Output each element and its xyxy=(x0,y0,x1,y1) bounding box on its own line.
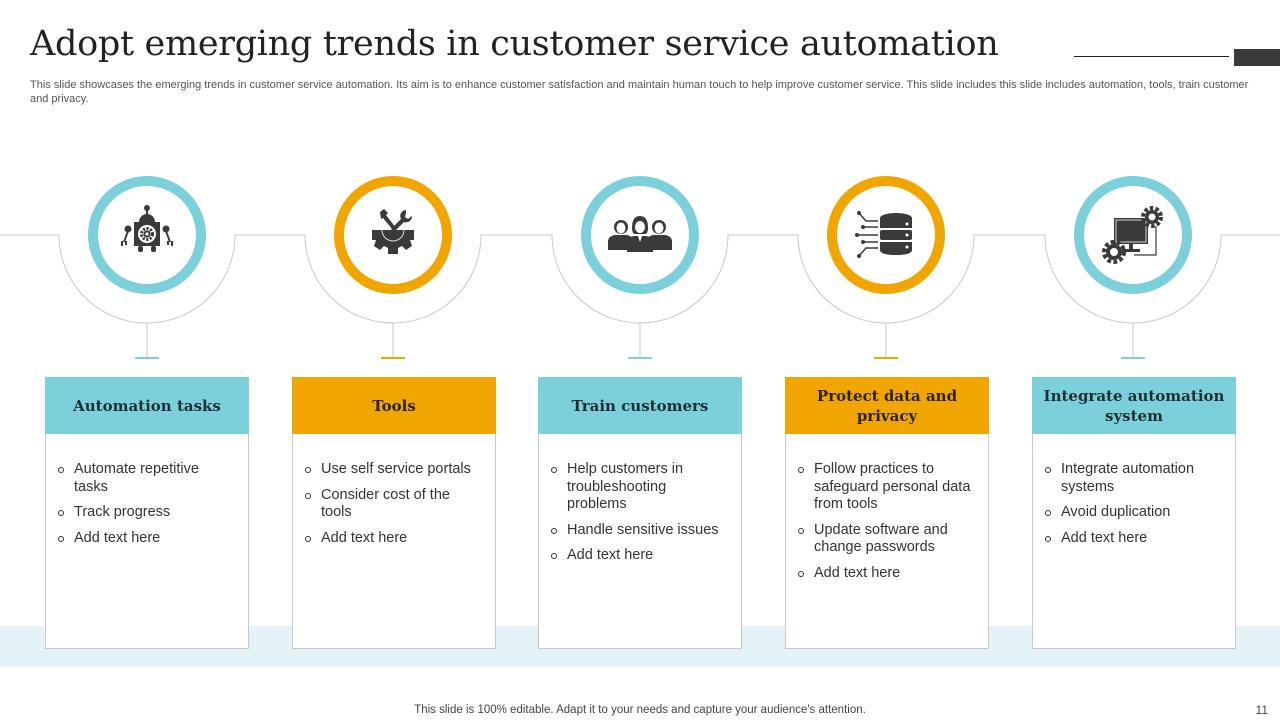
step-3-card: Train customers Help customers in troubl… xyxy=(538,377,742,649)
database-icon xyxy=(855,211,912,258)
step-3-tick xyxy=(628,357,652,359)
step-4-bullets: Follow practices to safeguard personal d… xyxy=(797,461,974,582)
bullet-item: Add text here xyxy=(57,530,234,548)
step-3-icon-ring xyxy=(581,176,699,294)
slide-subtitle: This slide showcases the emerging trends… xyxy=(30,79,1249,105)
bullet-item: Help customers in troubleshooting proble… xyxy=(550,461,727,514)
step-3-bullets: Help customers in troubleshooting proble… xyxy=(550,461,727,565)
step-2-title: Tools xyxy=(292,377,496,434)
footer-note: This slide is 100% editable. Adapt it to… xyxy=(414,704,866,716)
step-4-tick xyxy=(874,357,898,359)
page-number: 11 xyxy=(1255,703,1268,717)
bullet-item: Add text here xyxy=(1044,530,1221,548)
step-1-icon-ring xyxy=(88,176,206,294)
bullet-item: Automate repetitive tasks xyxy=(57,461,234,496)
title-rule xyxy=(1074,56,1229,57)
step-5-icon-ring xyxy=(1074,176,1192,294)
step-5-bullets: Integrate automation systems Avoid dupli… xyxy=(1044,461,1221,547)
bullet-item: Track progress xyxy=(57,504,234,522)
step-1-title: Automation tasks xyxy=(45,377,249,434)
step-5-card: Integrate automation system Integrate au… xyxy=(1032,377,1236,649)
bullet-item: Update software and change passwords xyxy=(797,522,974,557)
step-4-title: Protect data and privacy xyxy=(785,377,989,434)
step-1-tick xyxy=(135,357,159,359)
bullet-item: Use self service portals xyxy=(304,461,481,479)
step-2-tick xyxy=(381,357,405,359)
title-accent-block xyxy=(1234,49,1280,66)
timeline-connector xyxy=(0,234,1280,357)
step-5-title: Integrate automation system xyxy=(1032,377,1236,434)
bullet-item: Handle sensitive issues xyxy=(550,522,727,540)
bullet-item: Integrate automation systems xyxy=(1044,461,1221,496)
bullet-item: Add text here xyxy=(797,565,974,583)
step-4-icon-ring xyxy=(827,176,945,294)
bullet-item: Add text here xyxy=(550,547,727,565)
step-4-card: Protect data and privacy Follow practice… xyxy=(785,377,989,649)
bullet-item: Add text here xyxy=(304,530,481,548)
step-2-bullets: Use self service portals Consider cost o… xyxy=(304,461,481,547)
bullet-item: Consider cost of the tools xyxy=(304,487,481,522)
bullet-item: Avoid duplication xyxy=(1044,504,1221,522)
team-icon xyxy=(608,216,672,252)
step-5-tick xyxy=(1121,357,1145,359)
step-3-title: Train customers xyxy=(538,377,742,434)
bullet-item: Follow practices to safeguard personal d… xyxy=(797,461,974,514)
robot-icon xyxy=(121,205,173,252)
step-2-icon-ring xyxy=(334,176,452,294)
step-1-card: Automation tasks Automate repetitive tas… xyxy=(45,377,249,649)
slide-title: Adopt emerging trends in customer servic… xyxy=(30,24,999,64)
tools-gear-icon xyxy=(372,209,414,254)
step-1-bullets: Automate repetitive tasks Track progress… xyxy=(57,461,234,547)
computer-gears-icon xyxy=(1102,206,1163,264)
step-2-card: Tools Use self service portals Consider … xyxy=(292,377,496,649)
